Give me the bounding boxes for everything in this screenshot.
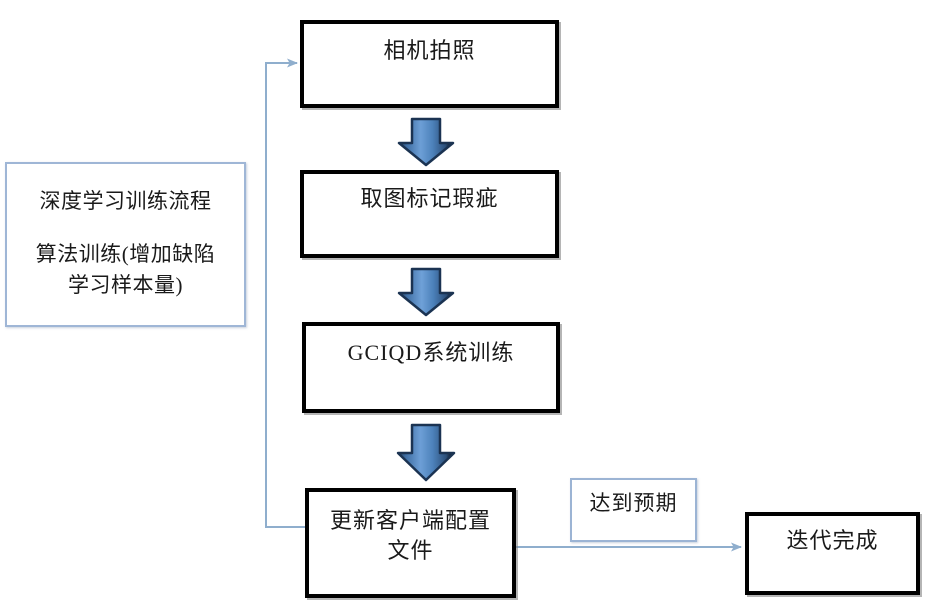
info-panel-line-2b: 学习样本量) xyxy=(68,273,183,297)
node-mark-defects[interactable]: 取图标记瑕疵 xyxy=(300,170,559,258)
down-arrow-icon-2 xyxy=(397,267,455,317)
info-panel-line-1: 深度学习训练流程 xyxy=(39,189,212,213)
node-update-client-config-label-line1: 更新客户端配置 xyxy=(329,508,491,533)
node-reach-expectation[interactable]: 达到预期 xyxy=(570,478,697,542)
node-reach-expectation-label: 达到预期 xyxy=(589,491,678,515)
node-iteration-done[interactable]: 迭代完成 xyxy=(745,512,920,595)
info-panel-line-2a: 算法训练(增加缺陷 xyxy=(35,242,216,266)
node-gciqd-training[interactable]: GCIQD系统训练 xyxy=(302,322,560,413)
down-arrow-icon-3 xyxy=(396,423,456,482)
down-arrow-icon-1 xyxy=(397,117,455,167)
node-camera-capture-label: 相机拍照 xyxy=(383,38,476,63)
node-camera-capture[interactable]: 相机拍照 xyxy=(300,20,559,108)
node-gciqd-training-label: GCIQD系统训练 xyxy=(347,340,515,365)
training-process-info-panel: 深度学习训练流程 算法训练(增加缺陷 学习样本量) xyxy=(5,162,246,327)
node-iteration-done-label: 迭代完成 xyxy=(786,528,879,553)
node-mark-defects-label: 取图标记瑕疵 xyxy=(360,186,499,211)
node-update-client-config[interactable]: 更新客户端配置 文件 xyxy=(305,488,516,598)
feedback-connector xyxy=(265,58,305,528)
node-update-client-config-label-line2: 文件 xyxy=(387,538,434,563)
